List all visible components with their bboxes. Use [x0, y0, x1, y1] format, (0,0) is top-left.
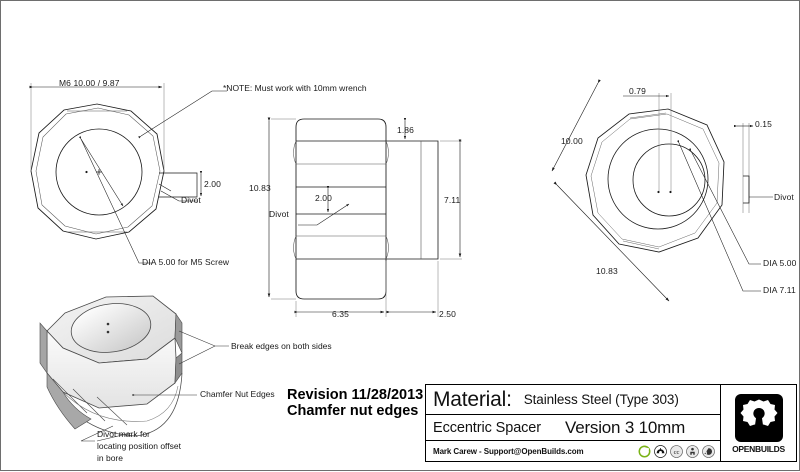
title-block-part-row: Eccentric Spacer Version 3 10mm	[426, 415, 720, 441]
dim-top-chamfer-side: 1.86	[397, 125, 414, 135]
dim-divot-depth-front: 2.00	[204, 179, 221, 189]
recycle-icon	[638, 445, 651, 457]
label-divot-rotated: Divot	[774, 192, 794, 202]
callout-divot-note-line2: locating position offset	[97, 441, 181, 451]
material-value: Stainless Steel (Type 303)	[523, 392, 679, 407]
dim-across-corners-rotated: 10.83	[596, 266, 618, 276]
dim-across-flats-front: M6 10.00 / 9.87	[59, 78, 120, 88]
dim-bore-large-rotated: DIA 7.11	[763, 285, 796, 295]
author-contact: Mark Carew - Support@OpenBuilds.com	[433, 446, 584, 456]
license-icon-group: cc	[638, 444, 720, 458]
dim-across-flats-rotated: 10.00	[561, 136, 583, 146]
view-iso-geometry	[39, 295, 229, 442]
callout-break-edges: Break edges on both sides	[231, 341, 332, 351]
view-front-geometry	[29, 83, 227, 264]
dim-divot-width-side: 2.00	[315, 193, 332, 203]
view-side-geometry	[267, 117, 462, 317]
title-block-material-row: Material: Stainless Steel (Type 303)	[426, 385, 720, 415]
dim-bore-small-rotated: DIA 5.00	[763, 258, 797, 268]
dim-flange-length-side: 2.50	[439, 309, 456, 319]
title-block-author-row: Mark Carew - Support@OpenBuilds.com	[426, 441, 720, 461]
dim-overall-height-side: 10.83	[249, 183, 271, 193]
revision-line-2: Chamfer nut edges	[287, 403, 419, 419]
part-version: Version 3 10mm	[565, 417, 686, 437]
revision-line-1: Revision 11/28/2013	[287, 387, 424, 403]
creative-commons-icon: cc	[670, 444, 683, 458]
material-label: Material:	[433, 387, 512, 411]
dim-body-length-side: 6.35	[332, 309, 349, 319]
part-name: Eccentric Spacer	[433, 419, 541, 436]
dim-step-height-side: 7.11	[444, 195, 461, 205]
openbuilds-gear-keyhole-icon	[734, 393, 783, 442]
view-rotated-geometry	[551, 79, 773, 302]
openbuilds-logo-box: OPENBUILDS	[721, 384, 797, 462]
dim-offset-rotated: 0.79	[629, 86, 646, 96]
label-divot-side: Divot	[269, 209, 289, 219]
callout-chamfer-edges: Chamfer Nut Edges	[200, 389, 275, 399]
svg-text:cc: cc	[674, 449, 680, 456]
label-divot-front: Divot	[181, 195, 201, 205]
openbuilds-wordmark: OPENBUILDS	[732, 443, 785, 454]
dim-bore-front: DIA 5.00 for M5 Screw	[142, 257, 230, 267]
cc-by-icon	[686, 444, 699, 458]
callout-divot-note-line1: Divot mark for	[97, 429, 150, 439]
title-block: Material: Stainless Steel (Type 303) Ecc…	[425, 384, 721, 462]
callout-divot-note-line3: in bore	[97, 453, 123, 463]
dim-divot-width-rotated: 0.15	[755, 119, 772, 129]
note-wrench: *NOTE: Must work with 10mm wrench	[223, 83, 367, 93]
open-source-hardware-icon	[654, 444, 667, 458]
cc-sa-icon	[702, 444, 715, 458]
